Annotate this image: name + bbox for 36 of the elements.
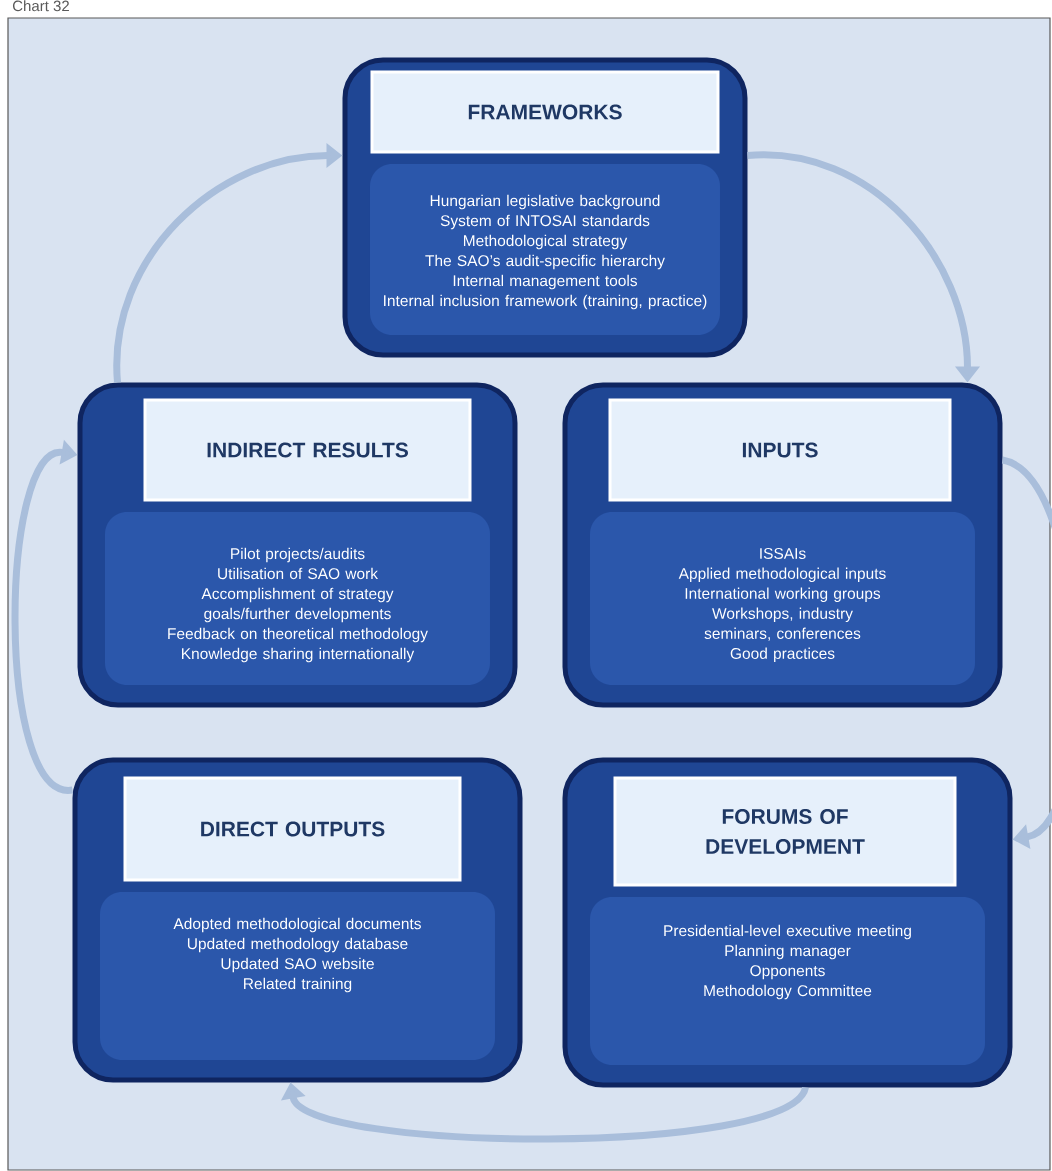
node-label: Pilot projects/audits bbox=[231, 547, 365, 563]
header-box: INPUTS bbox=[608, 398, 952, 502]
item-list: ISSAIs Applied methodological inputs International working groups Workshops, industry seminars, conferences Good practices bbox=[678, 548, 886, 663]
node-label: Updated SAO website bbox=[221, 957, 374, 973]
node-label: System of INTOSAI standards bbox=[440, 214, 650, 230]
node-label: The SAO’s audit-specific hierarchy bbox=[425, 254, 665, 270]
node-label: ISSAIs bbox=[760, 547, 806, 559]
item-list: Hungarian legislative background System of INTOSAI standards Methodological strategy The SAO’s audit-specific hierarchy Internal management tools Internal inclusion framework (training, practice) bbox=[384, 194, 707, 310]
node-label: Adopted methodological documents bbox=[173, 917, 421, 933]
node-label: Internal management tools bbox=[453, 274, 638, 290]
header-box: DIRECT OUTPUTS bbox=[123, 776, 462, 882]
node-label: Hungarian legislative background bbox=[430, 194, 660, 210]
node-label: International working groups bbox=[685, 587, 881, 603]
header-box: INDIRECT RESULTS bbox=[143, 398, 472, 502]
item-list: Adopted methodological documents Updated methodology database Updated SAO website Related training bbox=[173, 917, 421, 993]
node-label: Presidential-level executive meeting bbox=[664, 924, 911, 940]
node-label: Knowledge sharing internationally bbox=[182, 647, 415, 663]
node-label: Feedback on theoretical methodology bbox=[168, 627, 428, 643]
node-label: Related training bbox=[244, 977, 352, 993]
node-label: Updated methodology database bbox=[187, 937, 408, 953]
item-list: Pilot projects/audits Utilisation of SAO work Accomplishment of strategy goals/further developments Feedback on theoretical methodology Knowledge sharing internationally bbox=[168, 547, 428, 663]
node-label: Planning manager bbox=[725, 944, 851, 960]
header-box: FRAMEWORKS bbox=[370, 70, 720, 154]
curved-arrow bbox=[1000, 456, 1052, 850]
node-label: Methodological strategy bbox=[463, 234, 628, 250]
node-label: Workshops, industry seminars, conferences bbox=[704, 607, 861, 641]
header-box: FORUMS OF DEVELOPMENT bbox=[613, 776, 957, 887]
node-label: Methodology Committee bbox=[704, 984, 872, 1000]
node-label: Accomplishment of strategy goals/further developments bbox=[201, 587, 394, 623]
node-label: Applied methodological inputs bbox=[678, 567, 886, 583]
node-label: Utilisation of SAO work bbox=[218, 567, 379, 580]
node-label: Internal inclusion framework (training, practice) bbox=[384, 294, 707, 310]
chart-number: Chart 32 bbox=[12, 0, 69, 12]
item-list: Presidential-level executive meeting Planning manager Opponents Methodology Committee bbox=[664, 924, 911, 1000]
node-label: Good practices bbox=[730, 647, 835, 663]
node-label: Opponents bbox=[750, 965, 825, 980]
